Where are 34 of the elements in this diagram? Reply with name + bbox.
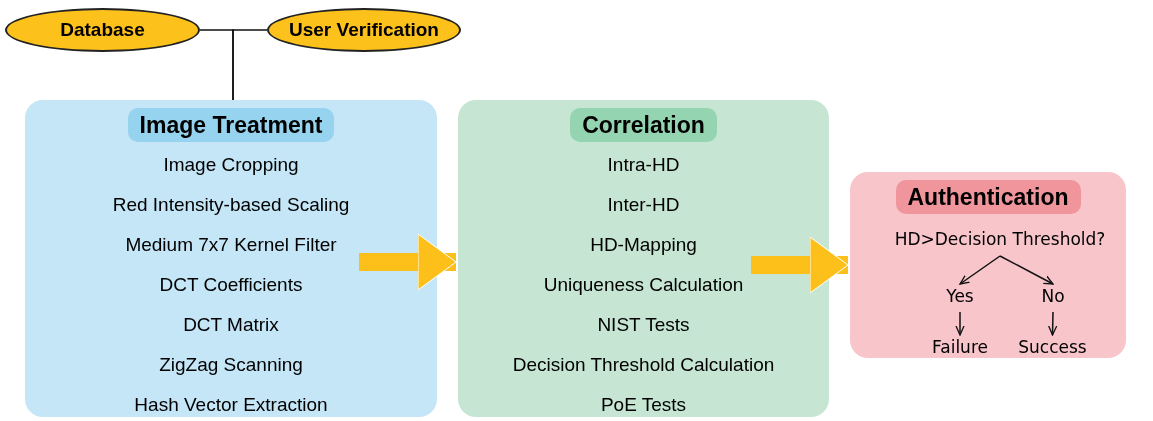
connector-line [232,29,268,101]
arrow [1048,311,1058,336]
step-text: PoE Tests [600,393,687,417]
ellipse-label: User Verification [289,17,439,42]
outcome-label: Success [1018,336,1087,360]
arrow [999,255,1054,285]
arrow [959,255,1001,285]
step-text: DCT Matrix [183,313,279,337]
process-panel [458,100,829,417]
step-text: NIST Tests [597,313,690,337]
step-text: Decision Threshold Calculation [512,353,775,377]
outcome-label: HD>Decision Threshold? [894,228,1106,252]
step-text: HD-Mapping [590,233,697,257]
section-heading: Correlation [570,108,717,142]
process-panel [25,100,437,417]
section-heading: Authentication [895,180,1081,214]
block-arrow [359,233,457,291]
outcome-label: Failure [932,336,988,360]
section-heading: Image Treatment [127,108,335,142]
block-arrow [751,236,849,294]
step-text: ZigZag Scanning [159,353,303,377]
step-text: Uniqueness Calculation [543,273,744,297]
outcome-label: No [1041,285,1065,309]
step-text: Inter-HD [607,193,680,217]
step-text: Hash Vector Extraction [134,393,328,417]
process-panel [850,172,1126,358]
step-text: DCT Coefficients [159,273,303,297]
outcome-label: Yes [946,285,974,309]
step-text: Intra-HD [607,153,680,177]
step-text: Image Cropping [163,153,299,177]
ellipse-label: Database [60,17,145,42]
step-text: Medium 7x7 Kernel Filter [125,233,337,257]
step-text: Red Intensity-based Scaling [112,193,350,217]
arrow [955,311,965,336]
